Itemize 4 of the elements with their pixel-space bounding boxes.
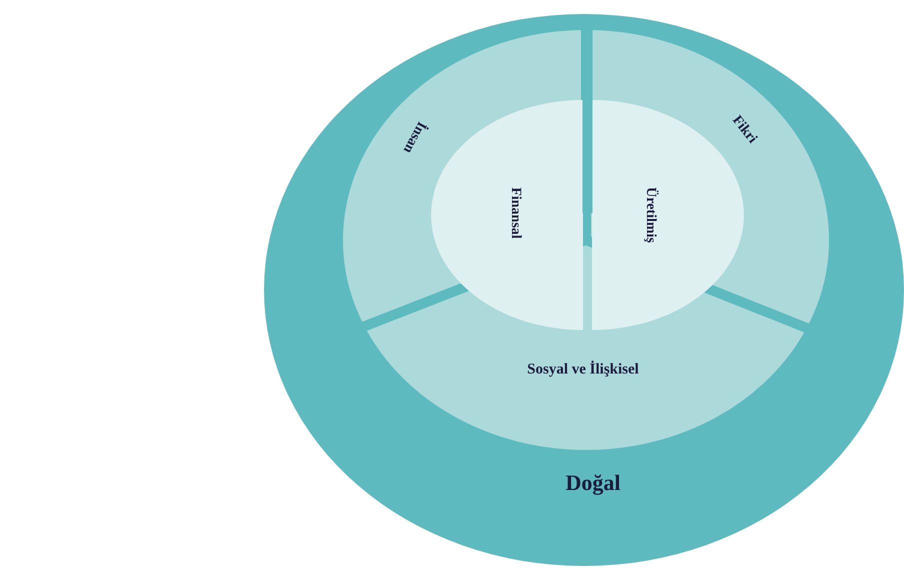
segment-label: Sosyal ve İlişkisel [527, 362, 639, 378]
segment-label: Üretilmiş [643, 187, 657, 243]
segment-label: Finansal [508, 187, 522, 239]
segment-label: Doğal [566, 472, 620, 494]
